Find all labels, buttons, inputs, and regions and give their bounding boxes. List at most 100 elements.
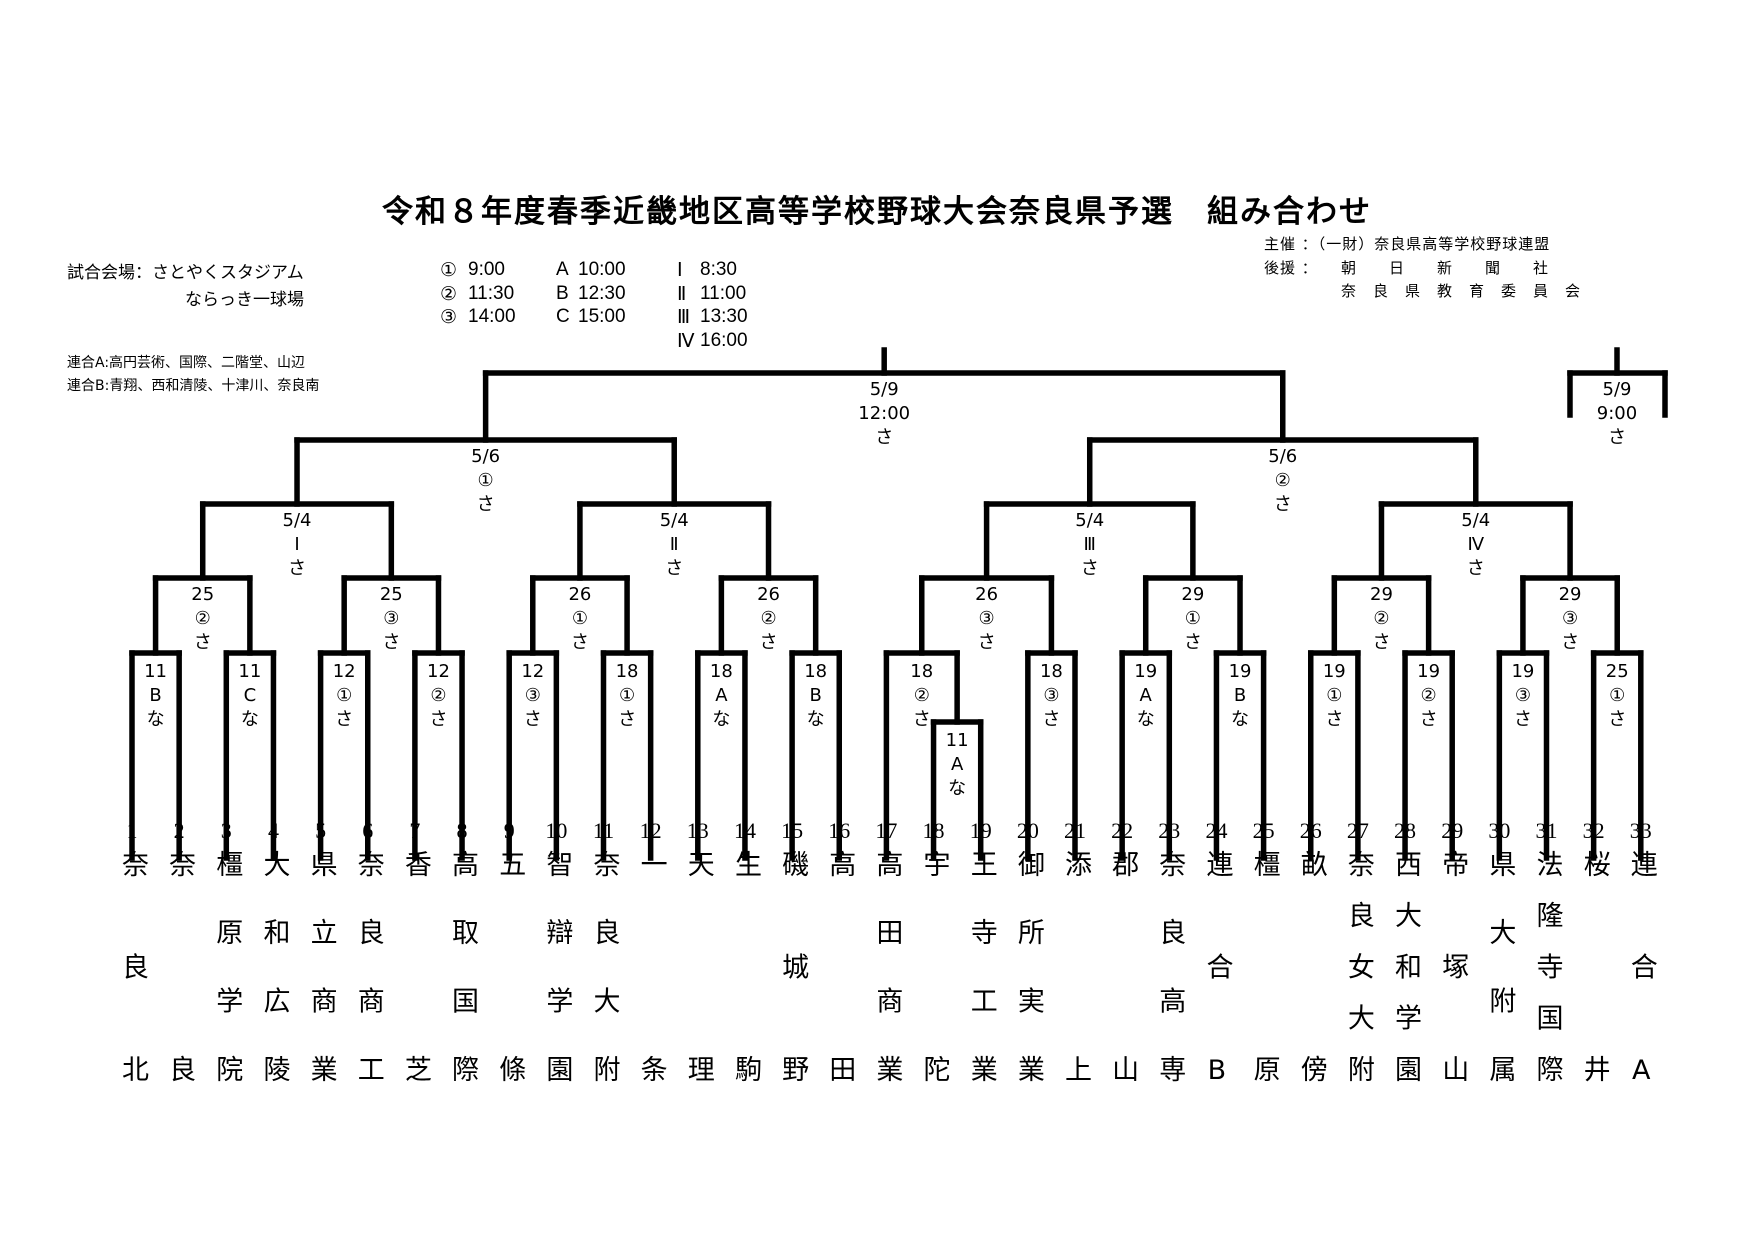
match-info: さ [194, 632, 212, 653]
team-number: 7 [409, 818, 421, 843]
team-number: 1 [126, 818, 138, 843]
match-info: さ [1467, 558, 1485, 579]
team-name: 高田 [824, 850, 856, 1260]
team-name: 高取国際 [447, 850, 479, 1124]
match-info: 5/4 [283, 510, 312, 531]
match-info: さ [1081, 558, 1099, 579]
team-number: 16 [828, 818, 851, 843]
team-name: 県立商業 [305, 850, 337, 1124]
time-cell: 13:30 [700, 306, 748, 327]
time-cell: 15:00 [578, 306, 626, 327]
match-info: 5/9 [870, 379, 899, 400]
match-info: な [712, 709, 730, 730]
team-number: 26 [1299, 818, 1322, 843]
match-info: ③ [1515, 685, 1531, 706]
team-number: 15 [781, 818, 804, 843]
team-name: 法隆寺国際 [1531, 850, 1563, 1107]
match-info: さ [665, 558, 683, 579]
match-info: 5/9 [1603, 379, 1632, 400]
team-number: 12 [639, 818, 662, 843]
match-info: さ [1274, 494, 1292, 515]
team-number: 24 [1205, 818, 1228, 843]
match-info: さ [571, 632, 589, 653]
team-number: 25 [1252, 818, 1275, 843]
team-name: 一条 [635, 850, 667, 1260]
match-info: 11 [946, 730, 969, 751]
team-name: 王寺工業 [965, 850, 997, 1124]
team-name: 生駒 [729, 850, 761, 1260]
team-name: 郡山 [1107, 850, 1139, 1260]
support-label: 後援 ： [1264, 259, 1318, 277]
team-number: 27 [1346, 818, 1369, 843]
match-info: 12 [333, 661, 356, 682]
match-info: Ⅰ [294, 534, 299, 555]
match-info: さ [913, 709, 931, 730]
team-number: 10 [545, 818, 568, 843]
team-name: 磯城野 [777, 850, 809, 1158]
match-info: 18 [910, 661, 933, 682]
match-info: さ [618, 709, 636, 730]
match-info: ② [914, 685, 930, 706]
team-number: 14 [733, 818, 756, 843]
team-number: 21 [1064, 818, 1086, 843]
time-cell: ③ [440, 307, 458, 328]
match-info: ② [195, 608, 211, 629]
time-cell: C [556, 306, 570, 327]
match-info: さ [1042, 709, 1060, 730]
team-name: 橿原 [1248, 850, 1280, 1260]
match-info: ③ [1562, 608, 1578, 629]
match-info: ② [1275, 470, 1291, 491]
match-info: Ⅳ [1467, 534, 1484, 555]
match-info: 29 [1181, 584, 1204, 605]
match-info: 18 [616, 661, 639, 682]
time-cell: 12:30 [578, 282, 626, 304]
time-cell: 11:30 [468, 282, 515, 304]
team-number: 18 [922, 818, 945, 843]
match-info: ① [1185, 608, 1201, 629]
time-cell: 16:00 [700, 329, 748, 351]
team-number: 19 [969, 818, 992, 843]
time-cell: 10:00 [578, 259, 626, 280]
match-info: A [715, 685, 728, 706]
match-info: ② [760, 608, 776, 629]
match-info: さ [1420, 709, 1438, 730]
match-info: 25 [380, 584, 403, 605]
match-info: 11 [238, 661, 261, 682]
page-title: 令和８年度春季近畿地区高等学校野球大会奈良県予選 組み合わせ [382, 194, 1372, 230]
team-name: 香芝 [399, 850, 431, 1260]
host-organizer: 主催 ：（一財）奈良県高等学校野球連盟 [1264, 235, 1551, 253]
match-info: な [1137, 709, 1155, 730]
match-info: さ [1372, 632, 1390, 653]
match-info: な [1231, 709, 1249, 730]
team-number: 13 [686, 818, 709, 843]
match-info: B [1234, 685, 1246, 706]
team-number: 6 [362, 818, 374, 843]
match-info: さ [524, 709, 542, 730]
venue-second: ならっき一球場 [185, 290, 304, 310]
match-info: Ⅱ [670, 534, 679, 555]
match-info: 9:00 [1597, 403, 1637, 424]
match-info: 12 [521, 661, 544, 682]
match-info: A [1140, 685, 1153, 706]
time-cell: 8:30 [700, 259, 737, 280]
team-number: 8 [456, 818, 468, 843]
team-name: 高田商業 [871, 850, 903, 1124]
match-info: さ [1184, 632, 1202, 653]
team-number: 32 [1582, 818, 1605, 843]
match-info: 5/4 [1461, 510, 1490, 531]
team-name: 御所実業 [1012, 850, 1044, 1124]
time-cell: Ⅳ [677, 330, 695, 352]
team-number: 23 [1158, 818, 1181, 843]
team-name: 添上 [1060, 850, 1091, 1260]
team-number: 2 [173, 818, 185, 843]
match-info: さ [1608, 709, 1626, 730]
time-cell: Ⅲ [677, 307, 691, 328]
match-info: A [951, 754, 964, 775]
match-info: ③ [979, 608, 995, 629]
match-info: さ [978, 632, 996, 653]
team-name: 宇陀 [918, 850, 950, 1260]
match-info: 29 [1559, 584, 1582, 605]
team-number: 30 [1488, 818, 1511, 843]
match-info: 19 [1417, 661, 1440, 682]
